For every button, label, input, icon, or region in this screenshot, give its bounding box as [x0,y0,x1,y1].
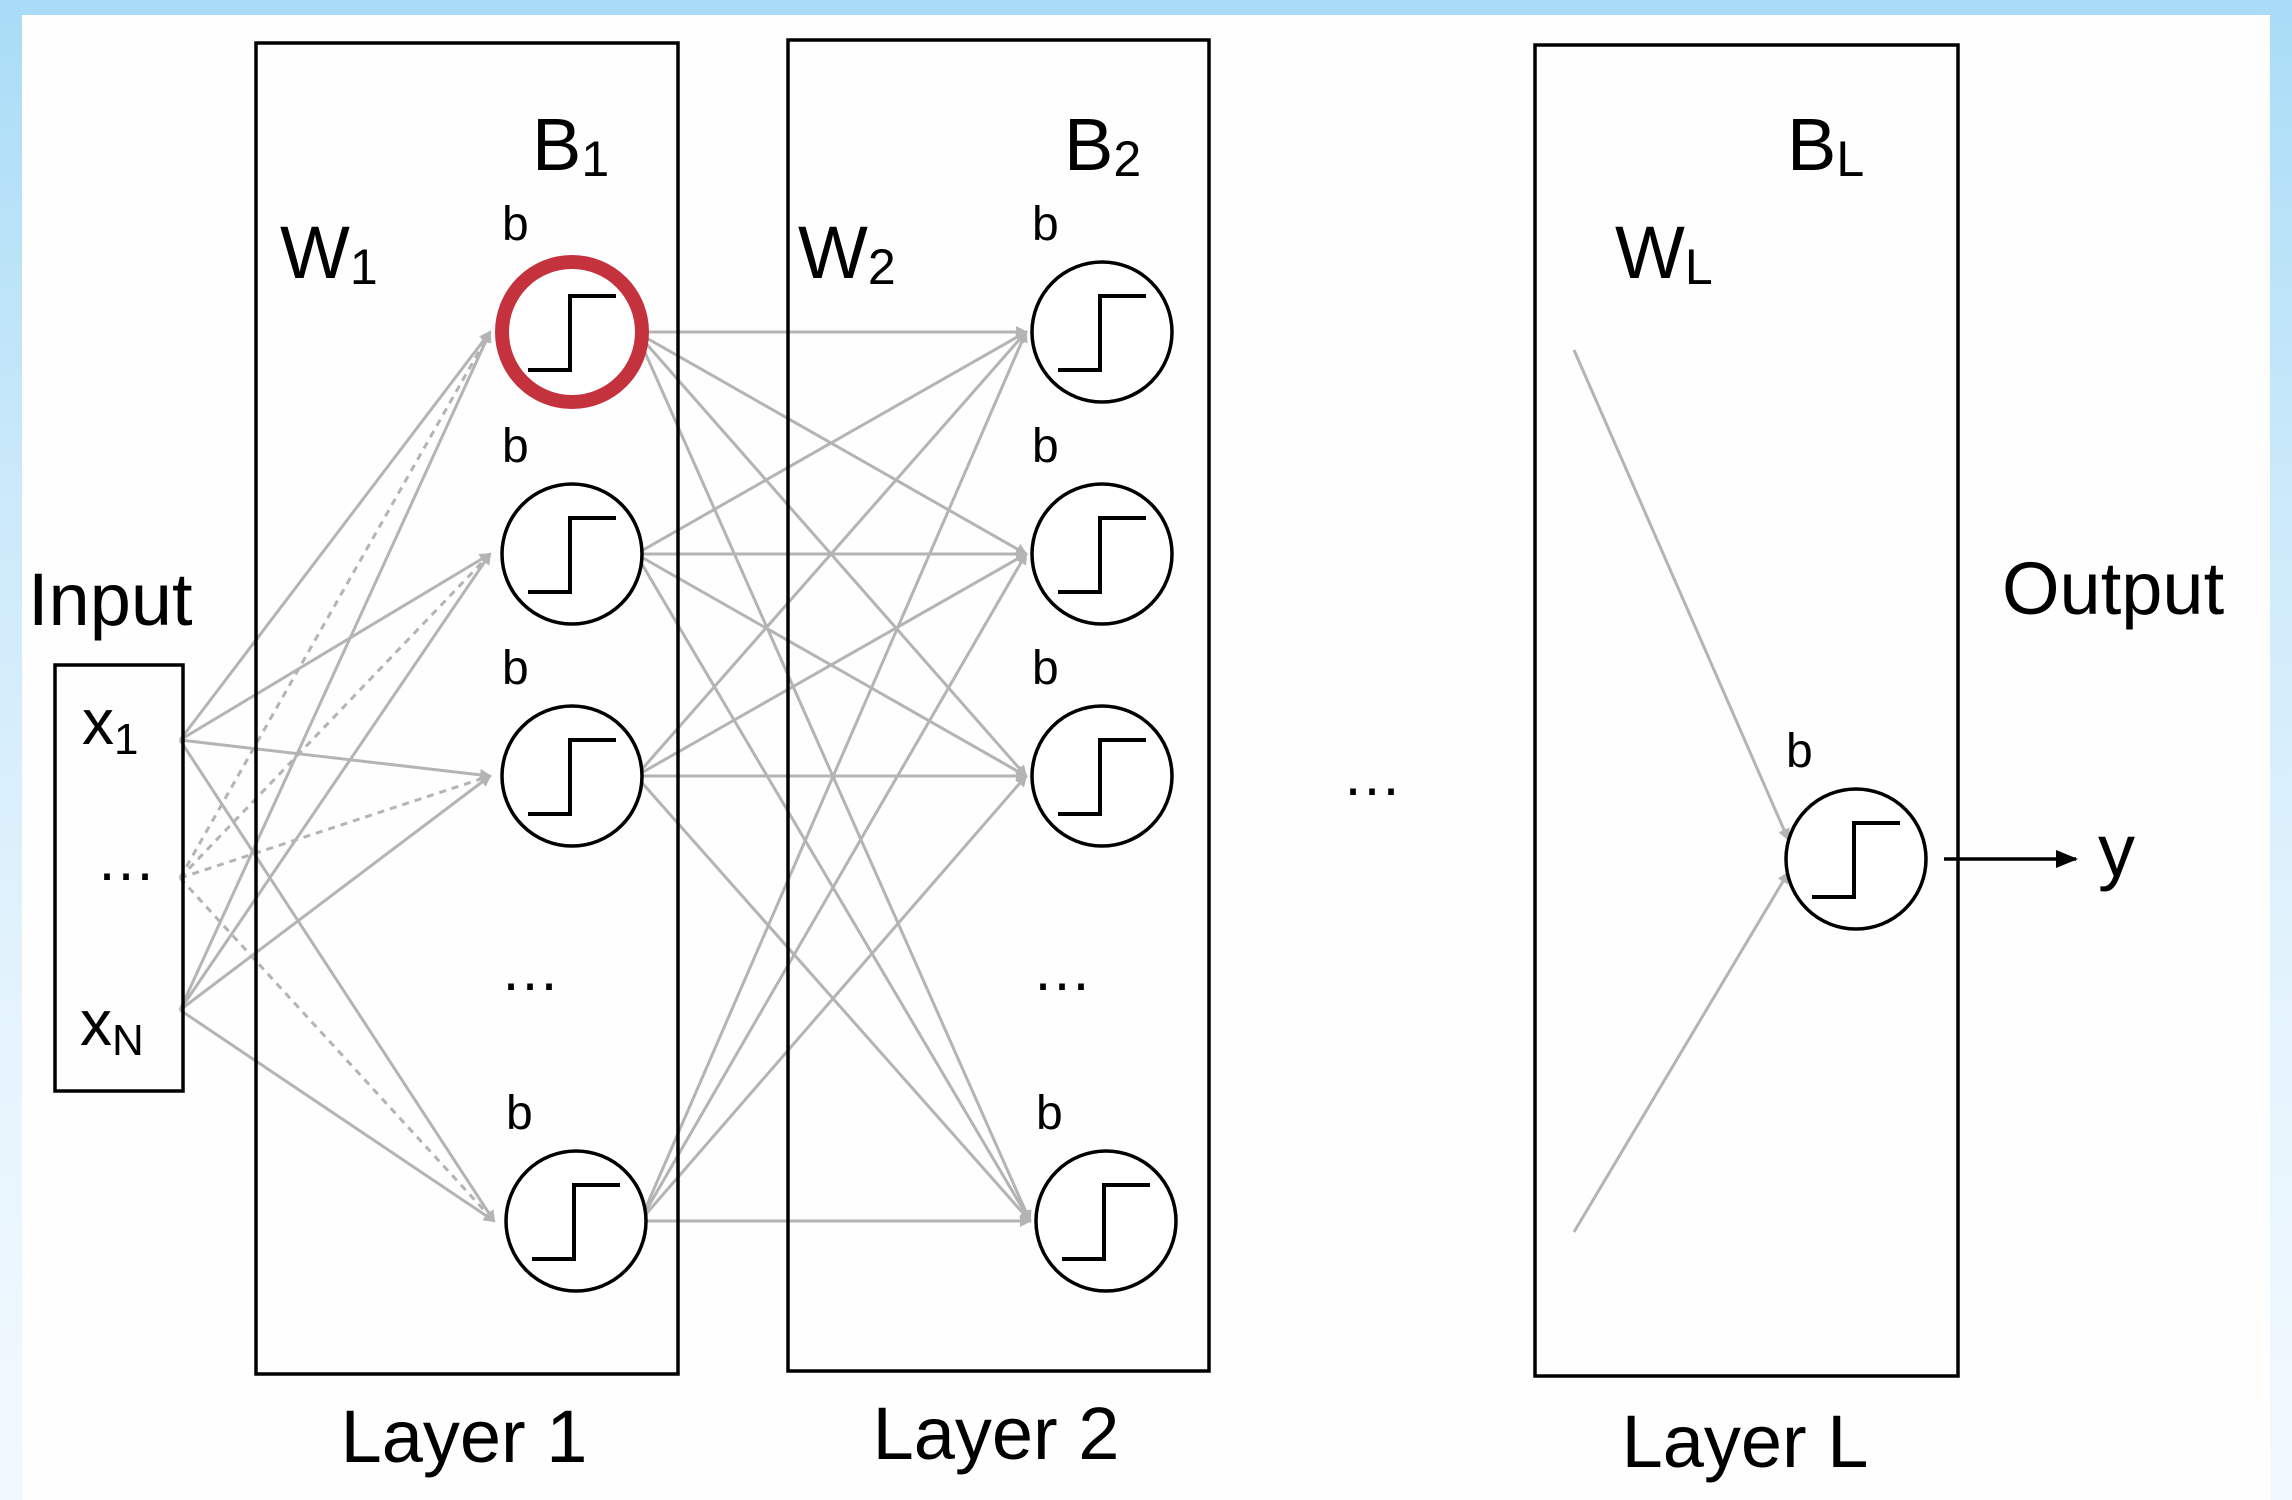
layer-2-box [786,38,1211,1373]
between-layers-ellipsis: … [1342,741,1402,808]
step-function-icon [1058,738,1146,816]
input-xN: xN [80,987,144,1065]
edge-l1-3-to-l2-1 [634,330,1028,777]
layer-1-neuron-3-bias-label: b [502,642,529,695]
layer-L-name: Layer L [1622,1400,1869,1483]
layer-1-name: Layer 1 [341,1395,588,1478]
edge-into-output-bottom [1572,871,1790,1233]
layer-1-box [254,41,680,1376]
edge-l1-3-to-l2-2 [635,552,1028,778]
edge-l1-4-to-l2-2 [638,552,1028,1222]
step-function-icon [1812,821,1900,899]
input-ellipsis: … [96,826,156,893]
layer-2-neuron-3 [1030,704,1174,848]
output-y: y [2098,809,2135,892]
layer-2-neuron-4-bias-label: b [1036,1087,1063,1140]
step-function-icon [528,294,616,372]
step-function-icon [1062,1183,1150,1261]
input-box [53,663,185,1093]
layer-1-ellipsis: … [500,936,560,1003]
output-label: Output [2002,547,2225,630]
edge-l1-2-to-l2-1 [635,330,1028,556]
layer-2-neuron-1 [1030,260,1174,404]
layer-1-neuron-2 [500,482,644,626]
edge-input-dots-to-l1-2 [178,552,492,880]
layer-2-neuron-3-bias-label: b [1032,642,1059,695]
layer-2-neuron-2-bias-label: b [1032,420,1059,473]
layer-2-weight-label: W2 [798,211,896,295]
layer-1-neuron-2-bias-label: b [502,420,529,473]
input-label: Input [28,558,193,641]
layer-L-output-neuron [1784,787,1928,931]
edge-input-x1-to-l1-2 [179,552,492,742]
layer-1-bias-label: B1 [532,103,609,187]
layer-1-neuron-4 [504,1149,648,1293]
edge-into-output-top [1572,349,1790,841]
edge-input-dots-to-l1-1 [178,331,492,879]
edge-l1-4-to-l2-3 [638,774,1028,1222]
layer-2-neuron-2 [1030,482,1174,626]
edge-input-dots-to-l1-3 [179,774,491,880]
layer-L-output-neuron-bias-label: b [1786,725,1813,778]
step-function-icon [532,1183,620,1261]
layer-2-neuron-1-bias-label: b [1032,198,1059,251]
step-function-icon [528,738,616,816]
edge-input-x1-to-l1-4 [178,739,496,1223]
layer-2-name: Layer 2 [873,1392,1120,1475]
connection-edges [178,326,1790,1233]
edge-l1-4-to-l2-1 [638,330,1028,1222]
edge-input-x1-to-l1-3 [179,738,492,781]
layer-L-box [1533,43,1960,1378]
layer-1-neuron-1 [495,255,649,409]
layer-2-ellipsis: … [1032,936,1092,1003]
neurons: b b b b b b b b b [495,198,1928,1293]
step-function-icon [1058,294,1146,372]
edge-input-xN-to-l1-4 [179,1008,496,1223]
layer-1-weight-label: W1 [280,211,378,295]
layer-L-bias-label: BL [1787,103,1864,187]
layer-1-neuron-3 [500,704,644,848]
layer-1-neuron-1-bias-label: b [502,198,529,251]
layer-L-weight-label: WL [1615,211,1713,295]
input-x1: x1 [82,686,138,764]
layer-2-bias-label: B2 [1064,103,1141,187]
edge-input-x1-to-l1-1 [178,330,492,741]
edge-input-xN-to-l1-2 [178,552,492,1011]
layer-1-neuron-4-bias-label: b [506,1087,533,1140]
layer-2-neuron-4 [1034,1149,1178,1293]
edge-input-xN-to-l1-1 [178,330,492,1011]
edge-input-xN-to-l1-3 [179,774,492,1012]
step-function-icon [1058,516,1146,594]
step-function-icon [528,516,616,594]
